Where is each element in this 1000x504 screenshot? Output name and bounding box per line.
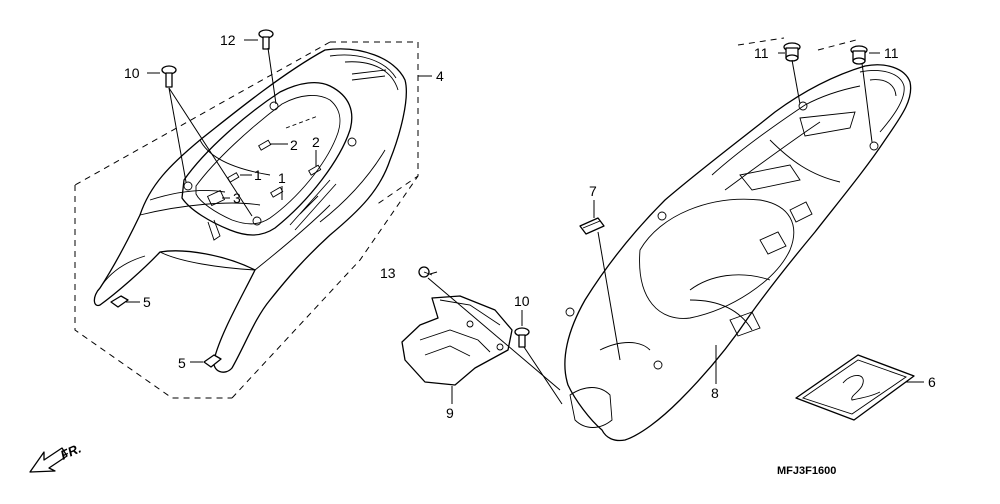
caution-label (795, 354, 915, 421)
direction-label: FR. (58, 441, 83, 463)
callout-2a: 2 (290, 137, 298, 153)
callout-11-right: 11 (884, 45, 899, 61)
label-3 (206, 189, 226, 207)
front-direction-arrow: FR. (29, 441, 83, 473)
callout-6: 6 (928, 374, 936, 390)
callout-9: 9 (446, 405, 454, 421)
cowl-group-boundary (74, 41, 419, 399)
grommet-5a (110, 295, 129, 308)
callout-1a: 1 (254, 167, 262, 183)
callout-numbers: 12 10 4 2 2 1 1 3 5 5 13 7 10 9 8 6 11 1… (124, 32, 936, 421)
bolt-10-fender (514, 327, 530, 348)
rear-fender (564, 64, 912, 442)
callout-7: 7 (589, 183, 597, 199)
clip-7 (579, 217, 605, 235)
callout-5a: 5 (143, 294, 151, 310)
leader-lines (126, 37, 924, 405)
callout-5b: 5 (178, 355, 186, 371)
cushion-1b (270, 186, 284, 198)
screw-13 (418, 266, 433, 278)
collar-11-left (783, 42, 801, 62)
callout-13: 13 (380, 265, 396, 281)
cushion-2a (258, 139, 272, 151)
rear-seat-cowl (93, 48, 407, 373)
callout-11-left: 11 (754, 45, 769, 61)
callout-3: 3 (233, 190, 241, 206)
rear-lower-cover (401, 295, 513, 386)
callout-4: 4 (436, 68, 444, 84)
collar-11-right (850, 45, 868, 65)
callout-8: 8 (711, 385, 719, 401)
bolt-10-cowl (161, 65, 177, 88)
callout-1b: 1 (278, 170, 286, 186)
callout-12: 12 (220, 32, 236, 48)
callout-10-cowl: 10 (124, 65, 140, 81)
grommet-5b (203, 354, 222, 368)
diagram-code: MFJ3F1600 (777, 465, 836, 477)
bolt-12 (258, 29, 274, 50)
callout-2b: 2 (312, 134, 320, 150)
callout-10-fender: 10 (514, 293, 530, 309)
arrow-left-icon (29, 447, 68, 473)
cushion-2b (308, 164, 322, 176)
